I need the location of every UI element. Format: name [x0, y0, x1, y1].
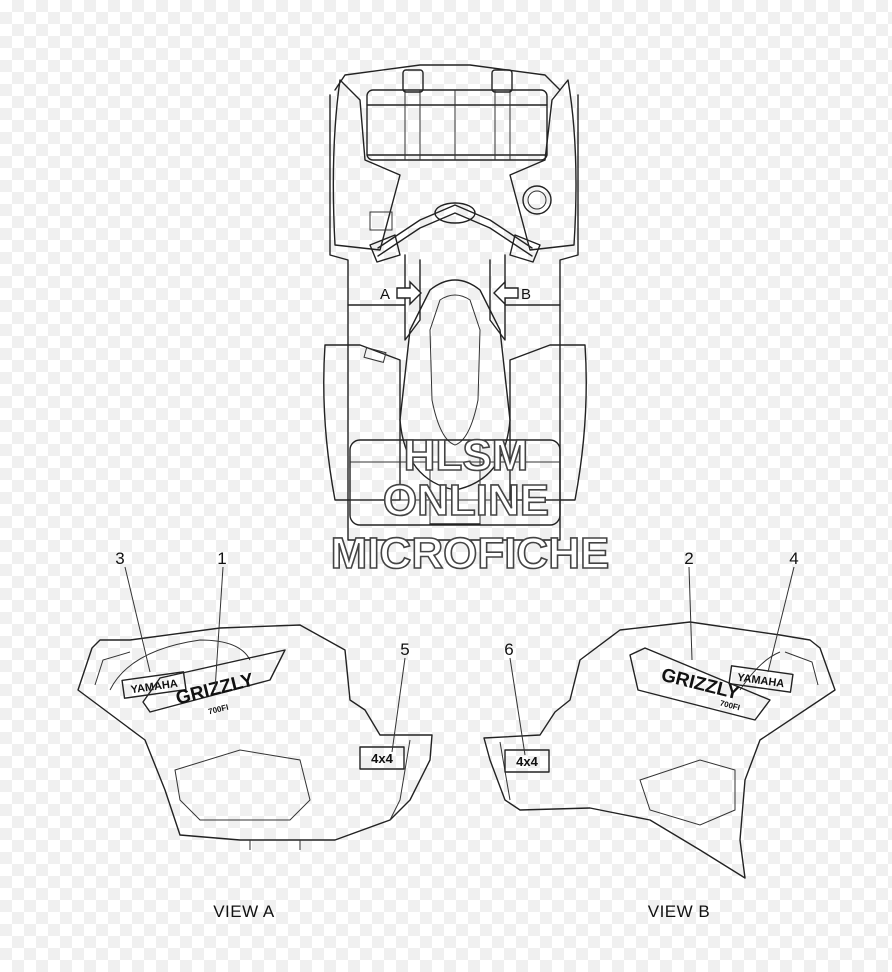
callout-4: 4: [789, 549, 798, 568]
4x4-decal-a: [359, 746, 405, 770]
yamaha-decal-a: [121, 671, 187, 699]
4x4-decal-b-text: 4x4: [516, 754, 538, 769]
callout-1: 1: [217, 549, 226, 568]
4x4-decal-b: [504, 749, 550, 773]
view-b-arrow-label: B: [521, 286, 531, 303]
view-a-arrow-label: A: [380, 286, 390, 303]
4x4-decal-a-text: 4x4: [371, 751, 393, 766]
callout-2: 2: [684, 549, 693, 568]
yamaha-decal-b: [728, 665, 794, 693]
view-a-panel: YAMAHA GRIZZLY 700FI 4x4 3 1 5 VIEW A: [77, 549, 433, 921]
callout-6: 6: [504, 640, 513, 659]
grizzly-decal-b: [629, 647, 771, 721]
view-a-arrow-icon: [396, 280, 422, 306]
view-a-caption: VIEW A: [213, 902, 275, 921]
displacement-decal-a-text: 700FI: [207, 703, 229, 717]
displacement-decal-b-text: 700FI: [719, 699, 741, 713]
view-b-panel: GRIZZLY 700FI YAMAHA 4x4 2 4 6 VIEW B: [483, 549, 836, 921]
atv-top-view: A B: [323, 64, 587, 541]
callout-3: 3: [115, 549, 124, 568]
watermark-line-1: HLSM: [404, 431, 529, 480]
watermark-line-3: MICROFICHE: [331, 529, 610, 578]
watermark: HLSM ONLINE MICROFICHE: [330, 430, 610, 579]
view-b-arrow-icon: [493, 280, 519, 306]
callout-5: 5: [400, 640, 409, 659]
watermark-line-2: ONLINE: [383, 476, 549, 525]
view-b-caption: VIEW B: [648, 902, 711, 921]
grizzly-decal-a: [142, 649, 286, 713]
